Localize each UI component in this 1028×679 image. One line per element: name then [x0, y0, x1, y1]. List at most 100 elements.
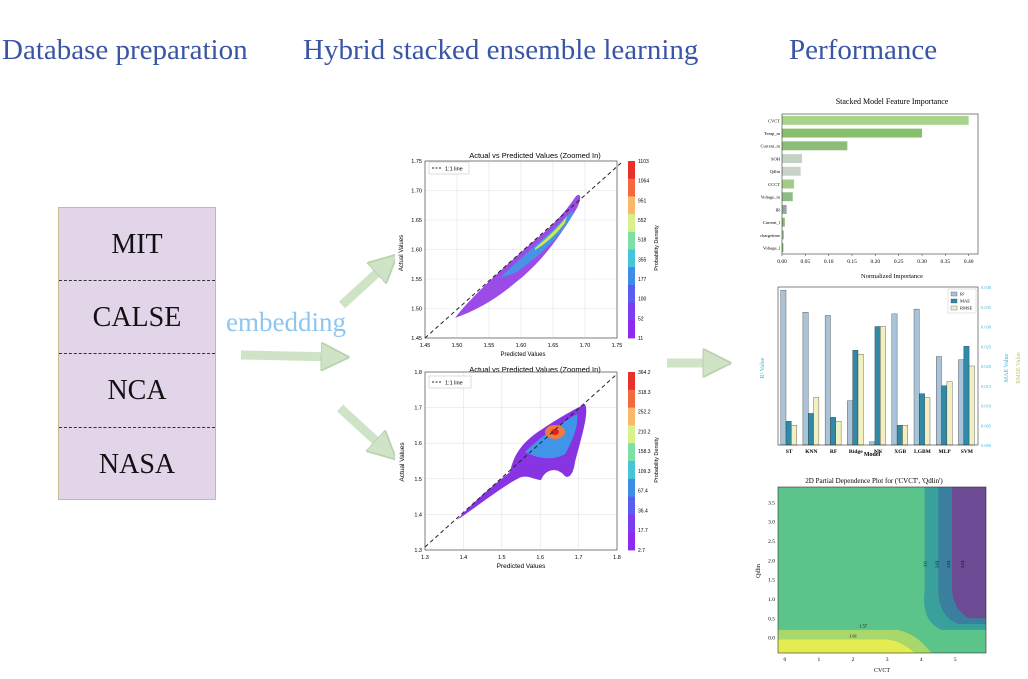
- contour-label: 1.61: [934, 560, 939, 568]
- density-blob-core: [500, 210, 574, 278]
- x-axis-label: CVCT: [874, 668, 890, 674]
- chart-feature-importance: Stacked Model Feature Importance CVCTTem…: [752, 92, 988, 282]
- bar: [782, 179, 795, 189]
- bar: [902, 425, 908, 446]
- x-tick-label: 1.8: [613, 555, 621, 561]
- x-tick-label: 0: [783, 657, 786, 663]
- colorbar-tick-label: 552: [638, 218, 647, 224]
- colorbar-segment: [628, 389, 635, 408]
- y-tick-label: 3.5: [768, 500, 775, 506]
- bar: [782, 154, 803, 163]
- colorbar-tick-label: 951: [638, 198, 647, 204]
- y2-tick-label: 0.020: [981, 364, 992, 369]
- x-tick-label: 3: [886, 657, 889, 663]
- x-tick-label: KNN: [805, 449, 817, 455]
- y-tick-label: 1.7: [414, 406, 422, 412]
- identity-line: [424, 373, 618, 548]
- x-tick-label: 1.50: [452, 343, 463, 349]
- colorbar-segment: [628, 249, 635, 268]
- bar: [808, 413, 814, 446]
- y2-axis-label: MAE Value: [1004, 353, 1010, 382]
- x-tick-label: 1.5: [498, 555, 506, 561]
- x-axis-label: Normalized Importance: [861, 273, 923, 280]
- bar: [880, 326, 886, 446]
- y-tick-label: 1.70: [411, 189, 422, 195]
- colorbar-tick-label: 109.3: [638, 469, 651, 475]
- chart-legend: 1:1 line: [445, 381, 463, 387]
- bar: [782, 128, 922, 138]
- arrow-down-right-icon: [336, 404, 388, 452]
- bar: [852, 350, 859, 446]
- bar: [802, 312, 809, 446]
- bar: [782, 141, 848, 151]
- colorbar-tick-label: 518: [638, 238, 647, 244]
- bar: [941, 385, 948, 446]
- colorbar-segment: [628, 231, 635, 250]
- colorbar-segment: [628, 267, 635, 286]
- chart-scatter-top: Actual vs Predicted Values (Zoomed In) 1…: [395, 148, 665, 360]
- database-divider: [59, 280, 215, 281]
- colorbar-segment: [628, 196, 635, 215]
- x-tick-label: 1.65: [548, 343, 559, 349]
- contour-label: 1.61: [849, 634, 857, 639]
- colorbar-tick-label: 67.4: [638, 489, 648, 495]
- colorbar-label: Probability Density: [654, 437, 660, 483]
- x-tick-label: 1.60: [516, 343, 527, 349]
- database-item-calse: CALSE: [92, 301, 182, 333]
- x-tick-label: 0.35: [941, 259, 951, 265]
- colorbar-tick-label: 2.7: [638, 548, 645, 554]
- x-tick-label: 1.7: [575, 555, 583, 561]
- bar: [782, 230, 784, 240]
- x-tick-label: 0.15: [847, 259, 857, 265]
- chart-title: Actual vs Predicted Values (Zoomed In): [469, 151, 601, 160]
- colorbar-tick-label: 158.3: [638, 449, 651, 455]
- y-tick-label: 1.50: [411, 307, 422, 313]
- legend-swatch: [950, 298, 958, 304]
- bar: [963, 346, 970, 446]
- x-tick-label: 2: [852, 657, 855, 663]
- x-tick-label: SVM: [961, 449, 974, 455]
- legend-swatch: [950, 305, 958, 311]
- bar: [791, 425, 797, 446]
- x-tick-label: 1.75: [612, 343, 623, 349]
- y-tick-label: 1.65: [411, 218, 422, 224]
- bar: [824, 315, 831, 446]
- bar: [780, 289, 787, 446]
- legend-label: R²: [960, 292, 965, 297]
- bar: [782, 192, 793, 202]
- contour-region: [951, 487, 986, 619]
- y-tick-label: 0.0: [768, 636, 775, 642]
- bar: [913, 308, 920, 446]
- x-tick-label: 0.00: [777, 259, 787, 265]
- y-tick-label: 1.5: [768, 578, 775, 584]
- bar: [896, 425, 903, 446]
- colorbar-segment: [628, 302, 635, 321]
- y-tick-label: 1.60: [411, 248, 422, 254]
- y-tick-label: Current_m: [761, 144, 781, 149]
- x-tick-label: RF: [830, 449, 838, 455]
- x-tick-label: 0.20: [871, 259, 881, 265]
- colorbar-segment: [628, 320, 635, 339]
- x-tick-label: MLP: [939, 449, 952, 455]
- embedding-label: embedding: [226, 307, 346, 337]
- bar: [946, 381, 953, 446]
- y2-tick-label: 0.015: [981, 384, 992, 389]
- database-list: MIT CALSE NCA NASA: [58, 207, 216, 500]
- colorbar-segment: [628, 478, 635, 497]
- legend-label: MAE: [960, 299, 970, 304]
- colorbar-segment: [628, 443, 635, 462]
- y-tick-label: Voltage_m: [761, 195, 781, 200]
- bar: [919, 393, 925, 446]
- y-tick-label: SOH: [771, 156, 781, 161]
- colorbar-label: Probability Density: [654, 225, 660, 271]
- legend-label: RMSE: [960, 306, 973, 311]
- bar: [782, 243, 784, 253]
- heading-database-preparation: Database preparation: [2, 34, 248, 66]
- plot-frame: [777, 286, 979, 446]
- plot-frame: [424, 371, 618, 551]
